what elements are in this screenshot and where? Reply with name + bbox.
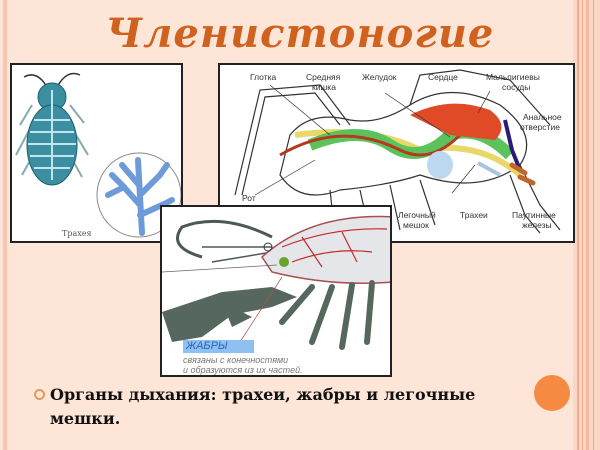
gills-tag: ЖАБРЫ xyxy=(183,340,254,353)
label-anal-2: отверстие xyxy=(520,122,560,132)
label-lung-2: мешок xyxy=(403,220,429,230)
gills-description: связаны с конечностями и образуются из и… xyxy=(183,355,303,375)
bullet-icon xyxy=(34,389,45,400)
label-mouth: Рот xyxy=(242,193,256,203)
label-heart: Сердце xyxy=(428,72,458,82)
label-silk-1: Паутинные xyxy=(512,210,556,220)
label-lung-1: Легочный xyxy=(398,210,436,220)
insect-illustration xyxy=(15,72,181,238)
insect-trachea-image: Трахея xyxy=(10,63,183,243)
label-silk-2: железы xyxy=(522,220,552,230)
trachea-label: Трахея xyxy=(62,229,92,238)
label-midgut-2: кишка xyxy=(312,82,336,92)
gills-description-line-1: связаны с конечностями xyxy=(183,355,289,365)
label-pharynx: Глотка xyxy=(250,72,277,82)
bullet-text: Органы дыхания: трахеи, жабры и легочные… xyxy=(50,385,476,428)
label-midgut-1: Средняя xyxy=(306,72,341,82)
label-malpighian-2: сосуды xyxy=(502,82,531,92)
left-border-stripe xyxy=(3,0,7,450)
label-tracheae: Трахеи xyxy=(460,210,488,220)
label-stomach: Желудок xyxy=(362,72,397,82)
label-malpighian-1: Мальпигиевы xyxy=(486,72,540,82)
gills-description-line-2: и образуются из их частей. xyxy=(183,365,303,375)
right-border-band xyxy=(573,0,600,450)
slide-title: Членистоногие xyxy=(105,10,495,57)
crayfish-illustration xyxy=(162,215,390,350)
decorative-orange-circle xyxy=(534,375,570,411)
crayfish-gills-image: ЖАБРЫ связаны с конечностями и образуютс… xyxy=(160,205,392,377)
label-anal-1: Анальное xyxy=(523,112,562,122)
spider-illustration xyxy=(234,69,561,236)
